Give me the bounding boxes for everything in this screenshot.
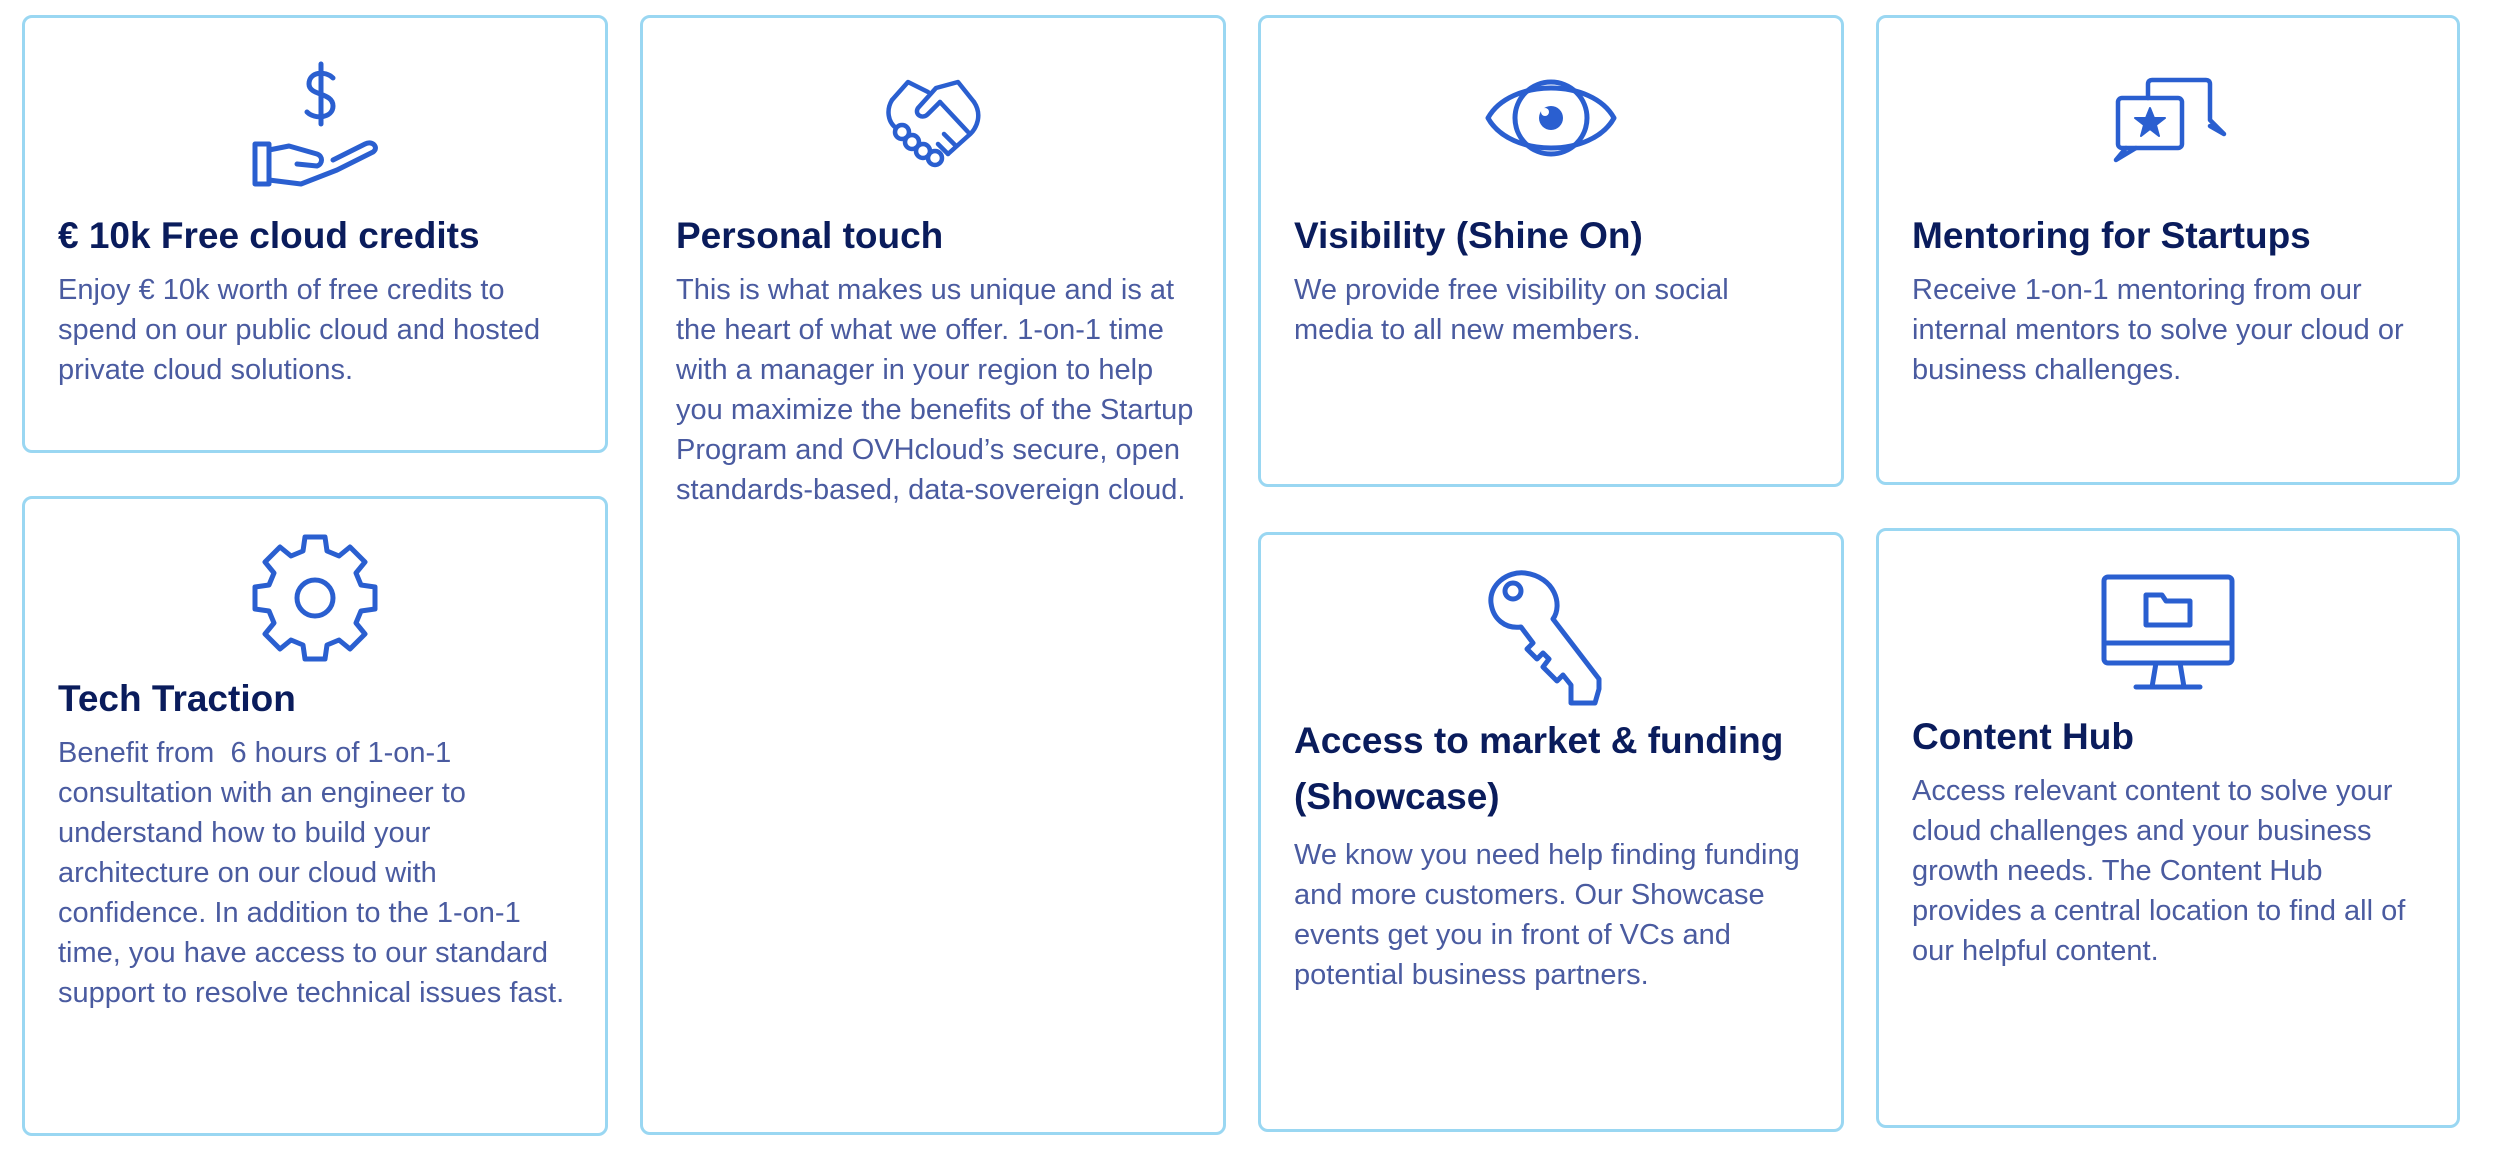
gear-icon bbox=[25, 531, 605, 667]
card-title: Content Hub bbox=[1912, 716, 2134, 757]
card-body: This is what makes us unique and is at t… bbox=[676, 274, 1202, 506]
card-visibility: Visibility (Shine On) We provide free vi… bbox=[1258, 15, 1844, 487]
card-free-cloud-credits: € 10k Free cloud credits Enjoy € 10k wor… bbox=[22, 15, 608, 453]
card-title: Visibility (Shine On) bbox=[1294, 215, 1643, 256]
card-tech-traction: Tech Traction Benefit from 6 hours of 1-… bbox=[22, 496, 608, 1136]
card-access-to-market: Access to market & funding (Showcase) We… bbox=[1258, 532, 1844, 1132]
handshake-icon bbox=[643, 70, 1223, 170]
chat-star-icon bbox=[1879, 76, 2457, 166]
card-title: Personal touch bbox=[676, 215, 944, 256]
card-title: Access to market & funding (Showcase) bbox=[1294, 720, 1784, 817]
card-body: Benefit from 6 hours of 1-on-1 consultat… bbox=[58, 737, 565, 1009]
card-title: Mentoring for Startups bbox=[1912, 215, 2311, 256]
monitor-folder-icon bbox=[1879, 573, 2457, 691]
card-mentoring: Mentoring for Startups Receive 1-on-1 me… bbox=[1876, 15, 2460, 485]
card-title: € 10k Free cloud credits bbox=[58, 215, 480, 256]
card-title: Tech Traction bbox=[58, 678, 296, 719]
card-body: We know you need help finding funding an… bbox=[1294, 839, 1808, 991]
eye-icon bbox=[1261, 70, 1841, 166]
card-body: Access relevant content to solve your cl… bbox=[1912, 775, 2414, 967]
key-icon bbox=[1261, 567, 1841, 707]
card-body: We provide free visibility on social med… bbox=[1294, 274, 1737, 346]
card-content-hub: Content Hub Access relevant content to s… bbox=[1876, 528, 2460, 1128]
card-personal-touch: Personal touch This is what makes us uni… bbox=[640, 15, 1226, 1135]
card-body: Enjoy € 10k worth of free credits to spe… bbox=[58, 274, 549, 386]
hand-dollar-icon bbox=[25, 56, 605, 196]
card-body: Receive 1-on-1 mentoring from our intern… bbox=[1912, 274, 2412, 386]
